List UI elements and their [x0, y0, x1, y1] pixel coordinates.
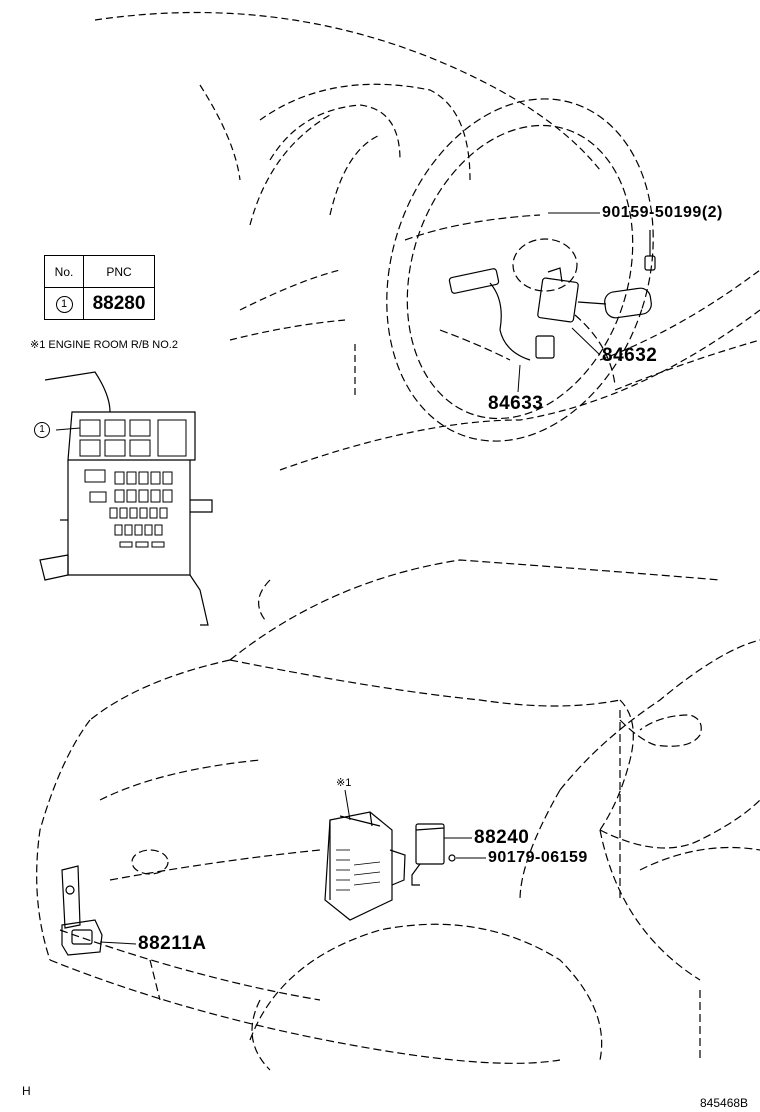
engine-room-marker: ※1 — [336, 777, 352, 789]
part-label-90159-50199: 90159-50199(2) — [602, 204, 723, 221]
steering-switch-parts — [448, 230, 656, 361]
car-body-outline — [36, 559, 760, 1071]
part-label-84633: 84633 — [488, 393, 544, 414]
row-no-circle: 1 — [55, 296, 73, 313]
row-pnc-cell: 88280 — [83, 287, 155, 320]
footer-diagram-number: 845468B — [700, 1096, 749, 1110]
relay-88240-drawing — [411, 823, 456, 886]
pnc-table: No. PNC 1 88280 — [44, 255, 155, 320]
row-no-cell: 1 — [44, 287, 84, 320]
table-header-row: No. PNC — [44, 255, 155, 288]
relay-block-drawing — [39, 371, 213, 626]
part-label-84632: 84632 — [602, 345, 658, 366]
engine-room-note: ※1 ENGINE ROOM R/B NO.2 — [30, 339, 178, 351]
leader-lines-top — [517, 212, 601, 393]
table-row: 1 88280 — [44, 287, 155, 320]
header-pnc: PNC — [83, 255, 155, 288]
part-label-88240: 88240 — [474, 827, 530, 848]
steering-wheel — [386, 98, 654, 442]
part-label-88211A: 88211A — [138, 933, 207, 954]
part-label-90179-06159: 90179-06159 — [488, 849, 588, 866]
footer-left-code: H — [22, 1084, 31, 1098]
engine-relay-block-lower — [324, 811, 406, 921]
header-no: No. — [44, 255, 84, 288]
sensor-88211A-drawing — [61, 865, 103, 956]
callout-circle: 1 — [34, 422, 50, 438]
leader-lines-bottom — [99, 789, 486, 945]
dashboard-outline — [94, 11, 760, 471]
